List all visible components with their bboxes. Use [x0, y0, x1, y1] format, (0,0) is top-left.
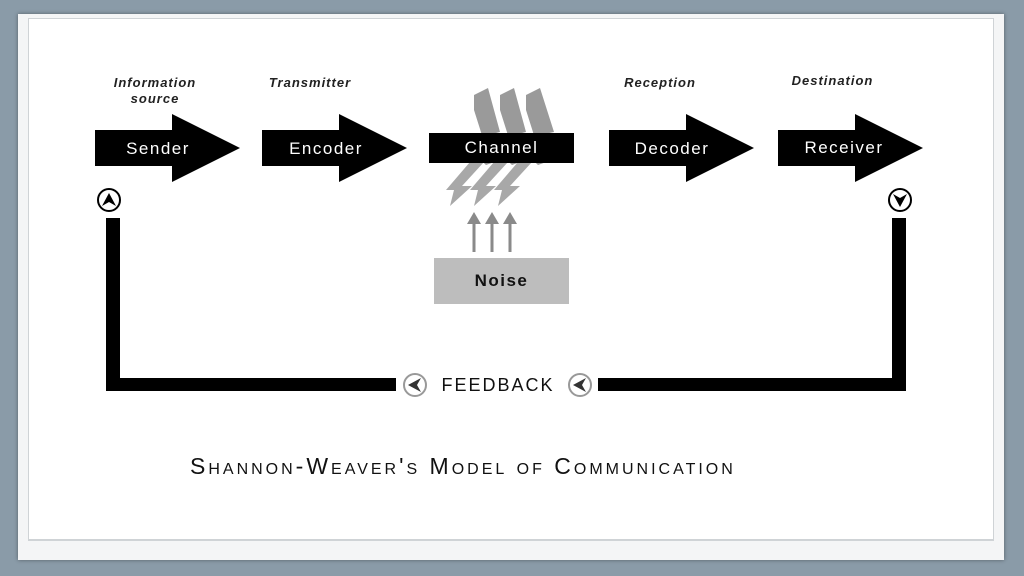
- chevron-left-icon: [568, 373, 592, 397]
- chevron-down-icon: [888, 188, 912, 212]
- decoder-label: Decoder: [634, 139, 710, 158]
- noise-box: Noise: [434, 258, 569, 304]
- destination-label: Destination: [791, 73, 874, 88]
- decoder-arrow: [609, 114, 754, 182]
- encoder-label: Encoder: [289, 139, 363, 158]
- receiver-arrow: [778, 114, 923, 182]
- information-source-label: Information source: [113, 75, 197, 106]
- channel-label: Channel: [464, 138, 539, 157]
- feedback-right-vertical: [892, 218, 906, 391]
- slide-divider: [28, 540, 994, 541]
- receiver-label: Receiver: [804, 138, 884, 157]
- chevron-left-icon: [403, 373, 427, 397]
- feedback-left-vertical: [106, 218, 120, 391]
- noise-arrowhead-1: [467, 212, 481, 224]
- feedback-right-horizontal: [598, 378, 906, 391]
- noise-arrowhead-3: [503, 212, 517, 224]
- diagram-title: Shannon-Weaver's Model of Communication: [190, 453, 736, 479]
- channel-bar: [429, 133, 574, 163]
- noise-label: Noise: [474, 271, 529, 290]
- noise-bolt-1: [446, 162, 484, 206]
- chevron-up-icon: [97, 188, 121, 212]
- reception-label: Reception: [624, 75, 696, 90]
- noise-bolt-2: [470, 162, 508, 206]
- feedback-label: FEEDBACK: [441, 375, 555, 395]
- noise-bolts: [446, 162, 532, 206]
- noise-up-arrows: [467, 212, 517, 252]
- signal-bolt-3: [522, 88, 554, 165]
- noise-arrowhead-2: [485, 212, 499, 224]
- feedback-left-horizontal: [106, 378, 396, 391]
- sender-arrow: [95, 114, 240, 182]
- encoder-arrow: [262, 114, 407, 182]
- sender-label: Sender: [126, 139, 190, 158]
- noise-bolt-3: [494, 162, 532, 206]
- transmitter-label: Transmitter: [268, 75, 352, 90]
- feedback-loop: [106, 218, 906, 391]
